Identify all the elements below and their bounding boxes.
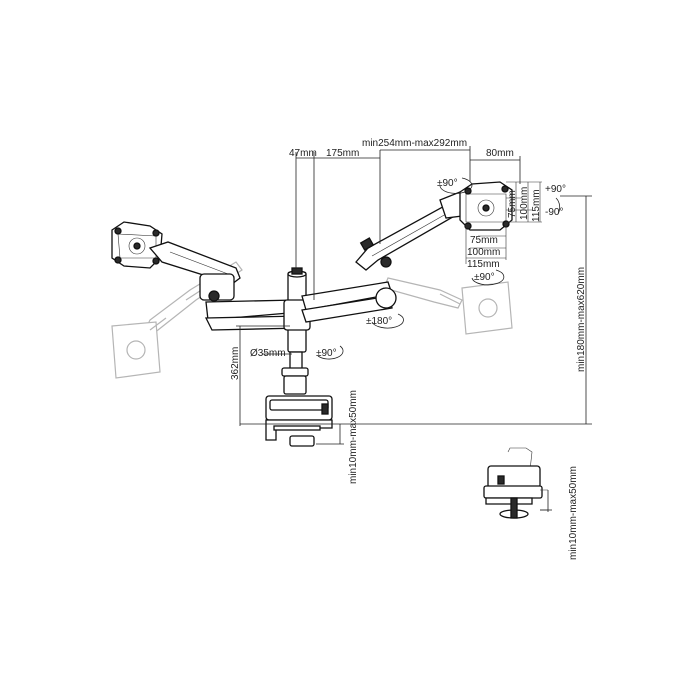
- dim-vesa-100-h: 100mm: [467, 247, 500, 258]
- left-vesa-plate: [111, 221, 163, 269]
- rotation-arrows: [317, 177, 561, 360]
- right-arm: [301, 191, 471, 323]
- rot-arm-swivel: ±180°: [366, 316, 392, 327]
- rot-tilt-up: +90°: [545, 184, 566, 195]
- dim-offset-47: 47mm: [289, 148, 317, 159]
- central-pole: [281, 267, 311, 395]
- dimension-lines: [236, 146, 592, 512]
- grommet-mount: [483, 447, 548, 519]
- rot-head-swivel-top: ±90°: [437, 178, 458, 189]
- dim-vesa-75-v: 75mm: [507, 190, 518, 218]
- dim-grommet-range: min10mm-max50mm: [568, 466, 579, 560]
- desk-clamp: [265, 395, 333, 447]
- dim-clamp-range: min10mm-max50mm: [348, 390, 359, 484]
- left-arm: [148, 241, 303, 331]
- dim-pole-diameter: Ø35mm: [250, 348, 286, 359]
- right-vesa-plate: [459, 181, 513, 231]
- rot-head-swivel-bottom: ±90°: [474, 272, 495, 283]
- dim-segment-175: 175mm: [326, 148, 359, 159]
- rot-tilt-down: -90°: [545, 207, 563, 218]
- dim-vesa-100-v: 100mm: [519, 187, 530, 220]
- rot-base-swivel: ±90°: [316, 348, 337, 359]
- dim-vesa-115-v: 115mm: [531, 189, 542, 222]
- dim-arm-reach: min254mm-max292mm: [362, 138, 467, 149]
- dim-height-range: min180mm-max620mm: [576, 267, 587, 372]
- dim-segment-80: 80mm: [486, 148, 514, 159]
- dim-vesa-75-h: 75mm: [470, 235, 498, 246]
- dim-pole-height: 362mm: [230, 347, 241, 380]
- ghost-arm-right: [383, 277, 513, 335]
- dim-vesa-115-h: 115mm: [467, 259, 500, 270]
